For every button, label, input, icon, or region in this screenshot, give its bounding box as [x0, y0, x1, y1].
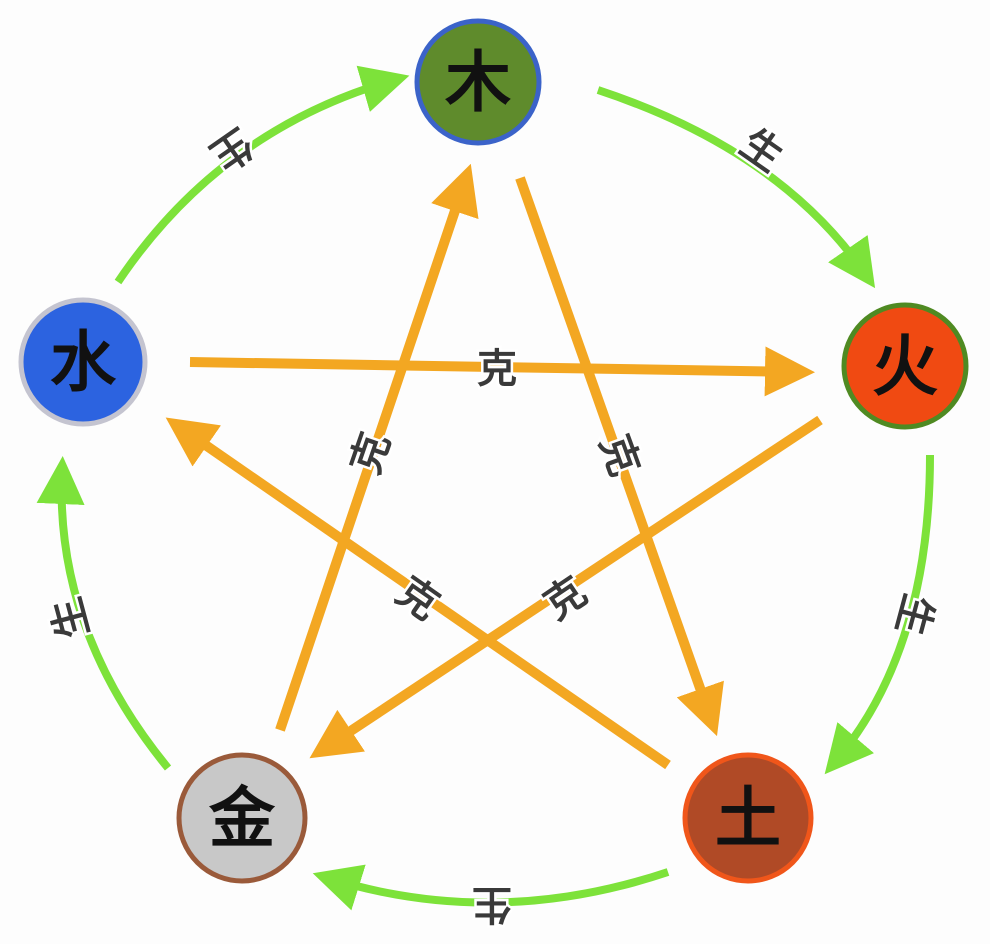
generating-label: 生	[472, 881, 512, 927]
generating-label: 生	[732, 121, 791, 182]
arrow-earth-to-water	[165, 417, 671, 770]
arrow-water-to-fire	[189, 346, 815, 397]
element-metal: 金	[176, 752, 308, 884]
fire-glyph: 火	[872, 327, 938, 405]
arrow-wood-to-fire	[596, 86, 876, 289]
arrow-water-to-wood	[114, 65, 410, 285]
arrow-fire-to-earth	[824, 454, 934, 775]
arrow-wood-to-earth	[515, 176, 724, 737]
overcoming-label: 克	[591, 429, 648, 482]
arrow-fire-to-metal	[309, 415, 823, 759]
generating-label: 生	[202, 119, 261, 180]
element-water: 水	[18, 297, 148, 427]
element-earth: 土	[682, 752, 814, 884]
metal-glyph: 金	[208, 779, 276, 857]
element-wood: 木	[414, 18, 542, 146]
wood-glyph: 木	[445, 43, 511, 121]
generating-label: 生	[887, 589, 942, 640]
earth-glyph: 土	[715, 779, 781, 857]
overcoming-label: 克	[477, 346, 517, 392]
water-glyph: 水	[50, 323, 117, 401]
arrow-earth-to-metal	[312, 864, 670, 911]
arrow-metal-to-wood	[275, 163, 479, 732]
overcoming-label: 克	[343, 427, 400, 480]
arrow-metal-to-water	[36, 456, 172, 771]
element-fire: 火	[841, 302, 969, 430]
